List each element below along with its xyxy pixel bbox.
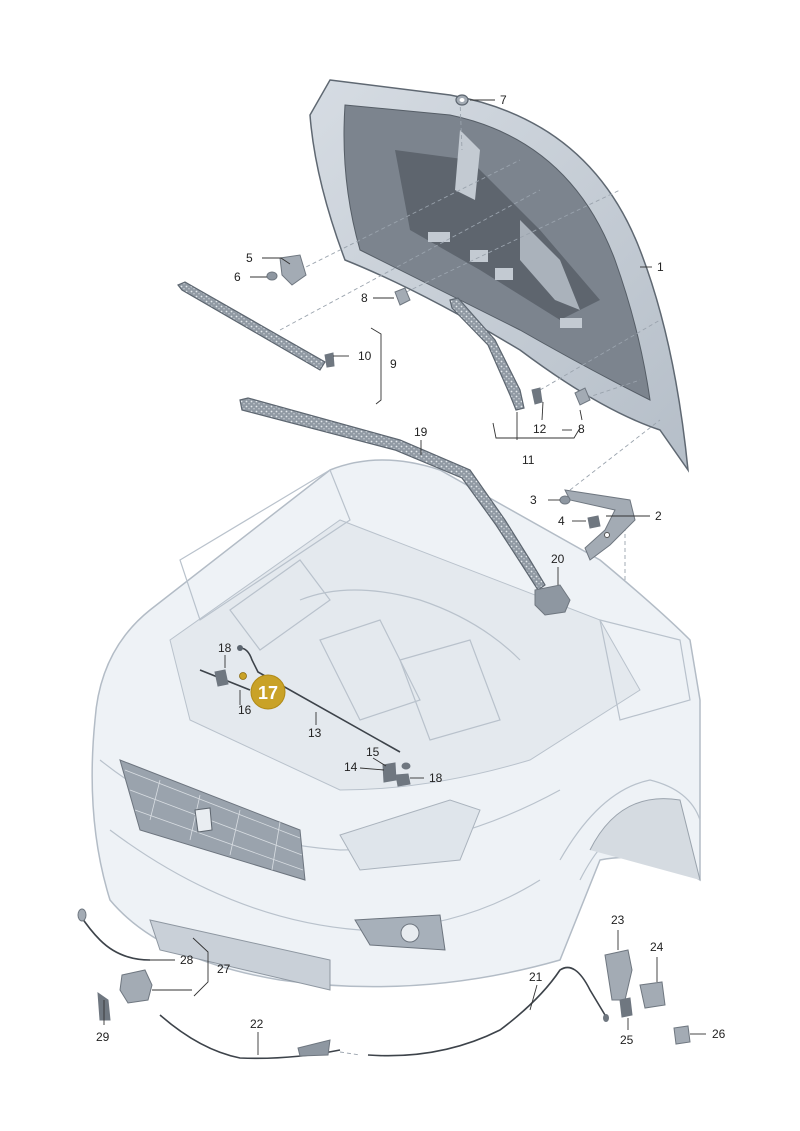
clip-6 [266, 271, 278, 281]
clip-26 [673, 1025, 691, 1045]
callout-23: 23 [611, 913, 625, 927]
lock-mechanism-27 [119, 969, 153, 1004]
hood-hinge-2 [564, 489, 636, 561]
cable-21 [367, 966, 609, 1057]
clip-10 [324, 352, 335, 368]
callout-21: 21 [529, 970, 543, 984]
callout-12: 12 [533, 422, 547, 436]
clip-16 [214, 669, 229, 687]
highlight-badge-17[interactable]: 17 [250, 674, 286, 710]
assembly-lines [279, 99, 661, 721]
callout-27: 27 [217, 962, 231, 976]
callout-7: 7 [500, 93, 507, 107]
callout-24: 24 [650, 940, 664, 954]
bracket-24 [639, 981, 666, 1009]
callout-16: 16 [238, 703, 252, 717]
callout-5: 5 [246, 251, 253, 265]
cable-28 [77, 908, 151, 961]
callout-13: 13 [308, 726, 322, 740]
seal-strip-9 [177, 281, 326, 371]
callout-1: 1 [657, 260, 664, 274]
callout-11: 11 [522, 453, 535, 467]
highlight-label: 17 [258, 683, 278, 703]
callout-8-upper: 8 [361, 291, 368, 305]
callout-9: 9 [390, 357, 397, 371]
rubber-grommet-7 [455, 94, 469, 106]
bolt-4 [587, 515, 601, 529]
clip-15 [401, 762, 411, 770]
callout-14: 14 [344, 760, 358, 774]
buffer-8-lower [574, 387, 591, 406]
cable-22 [159, 1014, 361, 1060]
callout-3: 3 [530, 493, 537, 507]
callout-29: 29 [96, 1030, 110, 1044]
callout-19: 19 [414, 425, 428, 439]
callout-18-lower: 18 [429, 771, 443, 785]
bracket-14 [382, 762, 397, 783]
callout-25: 25 [620, 1033, 634, 1047]
lock-20 [534, 584, 571, 616]
clip-18-lower [395, 773, 411, 787]
callout-20: 20 [551, 552, 565, 566]
hood-buffer-5 [279, 254, 307, 286]
release-handle-23 [604, 949, 633, 1001]
callout-15: 15 [366, 745, 380, 759]
bonnet-hood [309, 79, 690, 473]
nut-3 [559, 495, 571, 505]
callout-6: 6 [234, 270, 241, 284]
bolt-25 [619, 997, 633, 1018]
callout-8-lower: 8 [578, 422, 585, 436]
seal-strip-11 [449, 297, 525, 411]
marker-17-small [239, 672, 247, 680]
clip-12 [531, 387, 543, 405]
callout-26: 26 [712, 1027, 726, 1041]
callout-labels: 1 2 3 4 5 6 7 8 8 9 10 11 12 13 14 15 16… [96, 93, 726, 1047]
callout-28: 28 [180, 953, 194, 967]
callout-4: 4 [558, 514, 565, 528]
leader-lines [103, 99, 706, 1055]
buffer-8-upper [394, 287, 411, 306]
seal-strip-19 [239, 397, 546, 591]
callout-22: 22 [250, 1017, 264, 1031]
callout-2: 2 [655, 509, 662, 523]
callout-18-upper: 18 [218, 641, 232, 655]
callout-10: 10 [358, 349, 372, 363]
